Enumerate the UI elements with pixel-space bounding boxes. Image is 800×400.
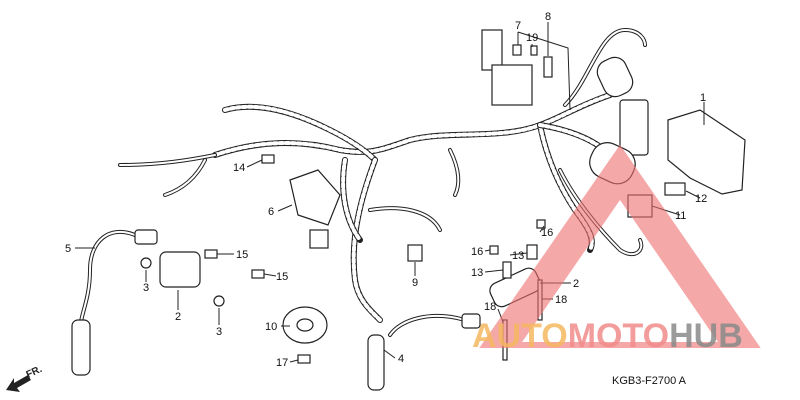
connector-block [619,99,649,156]
callout-15: 15 [236,249,248,261]
callout-12: 12 [695,193,707,205]
callout-3: 3 [143,282,149,294]
callout-19: 19 [526,32,538,44]
callout-13: 13 [512,250,524,262]
connector-9 [407,244,423,262]
spark-plug-cap-5 [71,229,158,376]
ecu-control-module [667,109,746,195]
callout-9: 9 [412,277,418,289]
ignition-coil-left-2 [159,251,201,288]
arrow-icon [6,375,31,392]
callout-13: 13 [471,267,483,279]
horn-10 [282,306,328,344]
callout-18: 18 [484,301,496,313]
callout-16: 16 [541,227,553,239]
callout-18: 18 [555,294,567,306]
fuse-box [481,29,533,106]
callout-10: 10 [265,321,277,333]
callout-7: 7 [515,20,521,32]
relay-12 [664,182,686,196]
callout-3: 3 [216,326,222,338]
relay-canister [596,56,634,98]
callout-labels: 1 2 2 3 3 4 5 6 7 8 9 10 11 12 13 13 14 … [65,11,707,369]
callout-5: 5 [65,243,71,255]
callout-8: 8 [545,11,551,23]
spark-plug-cap-4 [367,313,481,391]
callout-2: 2 [573,278,579,290]
diagram-code: KGB3-F2700 A [612,375,687,387]
watermark-text: AUTOMOTOHUB [472,317,743,355]
front-direction-indicator: FR. [6,364,44,392]
callout-6: 6 [268,206,274,218]
callout-4: 4 [398,353,404,365]
regulator-6 [289,169,341,226]
callout-14: 14 [233,162,245,174]
callout-17: 17 [276,357,288,369]
fuse-19 [530,45,538,56]
fuse-label-8 [543,56,553,78]
callout-11: 11 [675,210,686,222]
callout-2: 2 [175,311,181,323]
callout-16: 16 [471,246,483,258]
callout-1: 1 [700,92,706,104]
fuse-7 [512,44,522,56]
watermark-triangle [485,150,755,345]
connector-6 [309,229,329,249]
front-label: FR. [25,364,44,381]
callout-15: 15 [276,271,288,283]
watermark-logo [479,144,761,348]
